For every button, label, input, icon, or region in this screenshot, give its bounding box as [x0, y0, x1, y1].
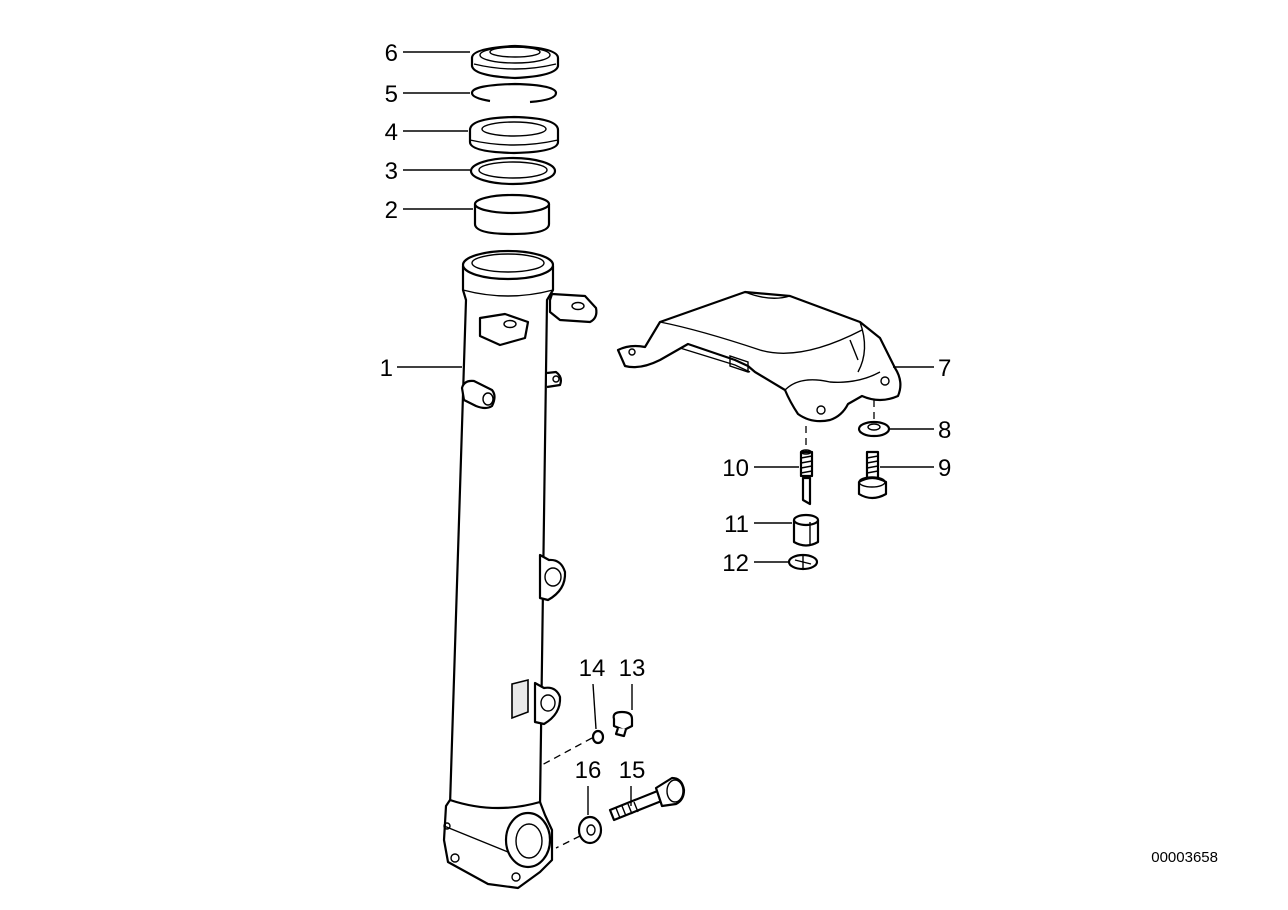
- part-8-washer: [857, 420, 891, 438]
- callout-7: 7: [938, 355, 951, 382]
- callout-12: 12: [722, 550, 749, 577]
- part-5-circlip: [470, 82, 558, 104]
- part-4-bearing: [468, 115, 560, 155]
- callout-3: 3: [385, 158, 398, 185]
- part-6-seal-cap: [470, 44, 560, 80]
- part-16-washer: [577, 815, 603, 845]
- leader-lines: [397, 51, 934, 815]
- callout-14: 14: [579, 655, 606, 682]
- callout-4: 4: [385, 119, 398, 146]
- callout-6: 6: [385, 40, 398, 67]
- callout-10: 10: [722, 455, 749, 482]
- part-9-bolt: [857, 450, 888, 500]
- callout-2: 2: [385, 197, 398, 224]
- callout-16: 16: [575, 757, 602, 784]
- part-14-o-ring: [591, 729, 605, 745]
- part-11-rubber-bushing: [792, 513, 820, 547]
- diagram-reference-number: 00003658: [1151, 849, 1218, 866]
- part-12-nut: [787, 553, 819, 571]
- callout-labels: 6 5 4 3 2 1 7 8 9 10 11 12 13 14 15 16: [380, 40, 952, 784]
- callout-8: 8: [938, 417, 951, 444]
- callout-11: 11: [724, 511, 749, 538]
- part-2-sleeve: [473, 193, 551, 236]
- assembly-lines: [539, 400, 875, 849]
- part-13-screw: [612, 710, 634, 738]
- part-1-fork-tube: [442, 249, 598, 890]
- callout-13: 13: [619, 655, 646, 682]
- part-7-cover: [616, 290, 902, 423]
- callout-1: 1: [380, 355, 393, 382]
- part-15-long-bolt: [608, 776, 686, 822]
- part-3-ring: [469, 156, 557, 186]
- callout-15: 15: [619, 757, 646, 784]
- callout-5: 5: [385, 81, 398, 108]
- part-10-stud: [799, 449, 814, 506]
- callout-9: 9: [938, 455, 951, 482]
